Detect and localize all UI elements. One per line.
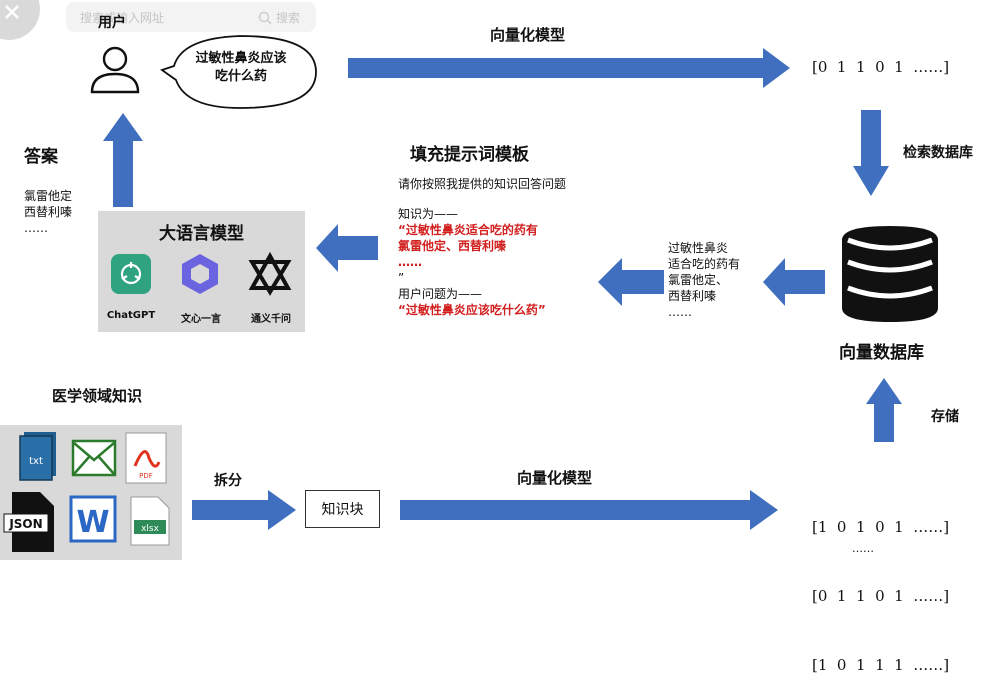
wenxin-label: 文心一言 <box>181 314 221 325</box>
pdf-file-label: PDF <box>139 472 153 480</box>
arrow-left-db <box>763 258 825 310</box>
vectorize-label-top: 向量化模型 <box>490 26 566 44</box>
chatgpt-logo-icon <box>111 254 151 294</box>
chatgpt-label: ChatGPT <box>106 310 156 321</box>
answer-label: 答案 <box>24 147 58 167</box>
llm-title: 大语言模型 <box>159 224 244 244</box>
user-icon <box>88 42 142 96</box>
wenxin-logo-icon <box>178 252 222 296</box>
prompt-intro: 请你按照我提供的知识回答问题 <box>398 177 567 191</box>
knowledge-chunk-box: 知识块 <box>305 490 380 528</box>
arrow-up-answer <box>103 113 143 211</box>
vectors-bottom: [1 0 1 0 1 ……] [0 1 1 0 1 ……] [1 0 1 1 1… <box>812 518 950 674</box>
arrow-right-split <box>192 490 298 534</box>
close-icon <box>4 4 20 20</box>
search-bar[interactable]: 搜索或输入网址 搜索 <box>66 2 316 32</box>
svg-text:W: W <box>76 505 109 540</box>
pdf-file-icon: PDF <box>125 432 167 484</box>
prompt-knowledge: 知识为—— “过敏性鼻炎适合吃的药有 氯雷他定、西替利嗪 …… ” <box>398 207 538 285</box>
arrow-left-llm <box>316 224 378 276</box>
arrow-right-bottom <box>400 490 780 534</box>
tongyi-label: 通义千问 <box>251 314 291 325</box>
search-bar-text: 搜索或输入网址 <box>80 11 165 25</box>
search-icon <box>258 10 272 25</box>
txt-file-icon: txt <box>18 432 60 482</box>
vector-db-label: 向量数据库 <box>839 343 924 363</box>
user-label: 用户 <box>98 15 126 31</box>
retrieved-knowledge: 过敏性鼻炎 适合吃的药有 氯雷他定、 西替利嗪 …… <box>668 241 741 319</box>
json-file-label: JSON <box>8 517 42 531</box>
xlsx-file-label: xlsx <box>141 524 160 534</box>
vectors-more: …… <box>852 542 874 555</box>
txt-file-label: txt <box>29 456 43 467</box>
mail-icon <box>71 439 117 477</box>
user-question: 过敏性鼻炎应该 吃什么药 <box>195 51 287 84</box>
arrow-right-top <box>348 48 793 92</box>
arrow-up-store <box>866 378 902 446</box>
xlsx-file-icon: xlsx <box>130 496 170 546</box>
answer-text: 氯雷他定 西替利嗪 …… <box>24 189 73 235</box>
search-bar-button-text: 搜索 <box>276 11 301 25</box>
arrow-left-retrieved <box>598 258 664 310</box>
vectorize-label-bottom: 向量化模型 <box>517 469 593 487</box>
database-icon <box>840 226 940 322</box>
tongyi-logo-icon <box>248 251 292 296</box>
medical-knowledge-label: 医学领域知识 <box>52 387 143 405</box>
word-file-icon: W <box>69 495 117 543</box>
speech-bubble <box>160 30 318 109</box>
knowledge-chunk-label: 知识块 <box>321 502 364 518</box>
split-label: 拆分 <box>214 473 242 489</box>
prompt-question: 用户问题为—— “过敏性鼻炎应该吃什么药” <box>398 287 546 317</box>
json-file-icon: JSON <box>3 492 56 552</box>
retrieve-db-label: 检索数据库 <box>903 145 973 161</box>
arrow-down-retrieve <box>853 110 889 200</box>
store-label: 存储 <box>931 409 959 425</box>
fill-prompt-label: 填充提示词模板 <box>410 145 529 165</box>
query-vector: [0 1 1 0 1 ……] <box>812 58 950 76</box>
